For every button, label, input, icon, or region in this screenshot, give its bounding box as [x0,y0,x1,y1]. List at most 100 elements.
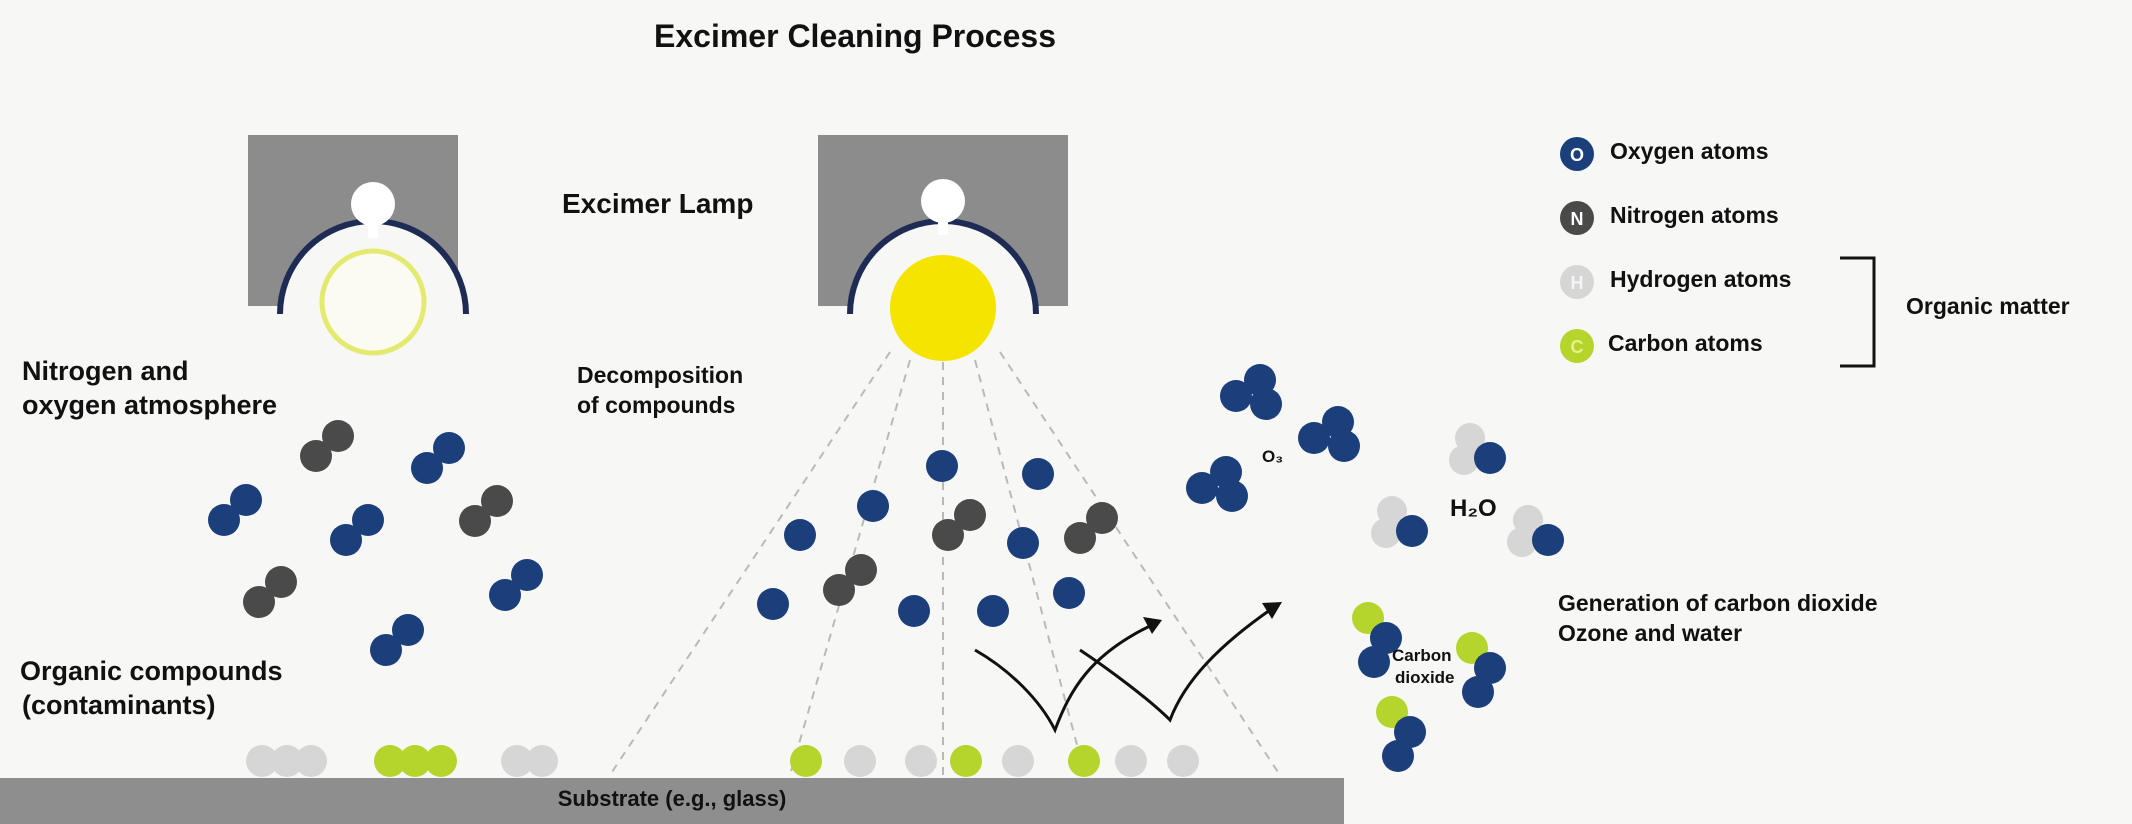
water-molecule-2-o [1532,524,1564,556]
legend-dot-carbon-atoms [1560,329,1594,363]
contaminant-h-left-2 [295,745,327,777]
o3-label: O₃ [1262,447,1284,466]
o2-molecule-left-2-atom-b [352,504,384,536]
legend-dot-oxygen-atoms [1560,137,1594,171]
n2-molecule-mid-0-atom-b [954,499,986,531]
ozone-molecule-2-atom-a [1186,472,1218,504]
water-molecule-0-h-b [1449,445,1479,475]
legend-symbol-n: N [1571,209,1584,229]
o2-molecule-left-1-atom-a [411,452,443,484]
contaminant-mid-7 [1167,745,1199,777]
co2-molecule-1-o-b [1462,676,1494,708]
lamp-left-bulb [319,248,427,356]
n2-molecule-mid-1-atom-b [1086,502,1118,534]
reaction-arrows [974,608,1271,734]
n2-molecule-left-1-atom-b [481,485,513,517]
oxygen-atom-mid-0 [926,450,958,482]
oxygen-atom-mid-8 [1053,577,1085,609]
co2-label-line-1: Carbon [1392,646,1452,665]
n2-molecule-mid-2-atom-b [845,554,877,586]
o2-molecule-left-1-atom-b [433,432,465,464]
contaminants-label-line-2: (contaminants) [22,690,216,720]
substrate-label: Substrate (e.g., glass) [557,786,787,811]
contaminant-h-left-1 [271,745,303,777]
contaminant-mid-5 [1068,745,1100,777]
decomposition-label-line-2: of compounds [577,392,736,418]
o2-molecule-left-0-atom-b [230,484,262,516]
water-molecule-1-h-b [1371,518,1401,548]
atmosphere-label-line-1: Nitrogen and [22,356,189,386]
ozone-molecule-0-atom-a [1220,380,1252,412]
ozone-molecule-0-atom-c [1250,388,1282,420]
contaminant-c-left-2 [425,745,457,777]
contaminant-mid-0 [790,745,822,777]
h2o-label: H₂O [1450,495,1497,522]
excimer-lamp-label: Excimer Lamp [562,188,754,219]
lamp-right-glow [890,255,996,361]
legend-symbol-o: O [1570,145,1584,165]
legend-label-carbon: Carbon atoms [1608,330,1763,356]
lamp-left-bulb-base [351,182,395,226]
n2-molecule-mid-1-atom-a [1064,522,1096,554]
n2-molecule-left-0-atom-a [300,440,332,472]
page-title: Excimer Cleaning Process [654,18,1056,54]
o2-molecule-left-3-atom-a [370,634,402,666]
contaminant-mid-2 [905,745,937,777]
oxygen-atom-mid-6 [898,595,930,627]
n2-molecule-left-1-atom-a [459,505,491,537]
co2-label-line-2: dioxide [1395,668,1455,687]
ozone-molecule-2-atom-c [1216,480,1248,512]
contaminant-mid-4 [1002,745,1034,777]
atmosphere-label-line-2: oxygen atmosphere [22,390,278,420]
legend-label-oxygen: Oxygen atoms [1610,138,1769,164]
contaminant-c-left-1 [399,745,431,777]
contaminant-mid-6 [1115,745,1147,777]
organic-matter-label: Organic matter [1906,293,2070,319]
ozone-molecule-1-atom-a [1298,422,1330,454]
water-molecule-0-o [1474,442,1506,474]
co2-molecule-2-o-b [1382,740,1414,772]
co2-molecule-2-o-a [1394,716,1426,748]
substrate [0,778,1344,824]
ozone-molecule-1-atom-c [1328,430,1360,462]
n2-molecule-left-2-atom-b [265,566,297,598]
generation-label-line-2: Ozone and water [1558,620,1743,646]
ozone-molecule-0-atom-b [1244,364,1276,396]
ozone-molecule-1-atom-b [1322,406,1354,438]
water-molecule-1-o [1396,515,1428,547]
legend-label-hydrogen: Hydrogen atoms [1610,266,1792,292]
co2-molecule-1-o-a [1474,652,1506,684]
oxygen-atom-mid-4 [1007,527,1039,559]
oxygen-atom-mid-2 [857,490,889,522]
n2-molecule-left-0-atom-b [322,420,354,452]
n2-molecule-mid-2-atom-a [823,574,855,606]
n2-molecule-mid-0-atom-a [932,519,964,551]
lamp-right-bulb-base [921,179,965,223]
contaminant-c-left-0 [374,745,406,777]
contaminant-h-left-0 [246,745,278,777]
co2-molecule-0-o-a [1370,622,1402,654]
contaminant-mid-3 [950,745,982,777]
legend-dot-nitrogen-atoms [1560,201,1594,235]
lamp-left [240,135,469,356]
lamp-right [818,135,1068,361]
contaminant-h-left2-1 [526,745,558,777]
water-molecule-2-h-b [1507,527,1537,557]
n2-molecule-left-2-atom-a [243,586,275,618]
arrow-head-1 [1143,617,1162,634]
contaminant-mid-1 [844,745,876,777]
legend-bracket [1840,256,1876,368]
legend-symbol-c: C [1571,337,1584,357]
molecules [208,364,1564,777]
legend-label-nitrogen: Nitrogen atoms [1610,202,1779,228]
o2-molecule-left-0-atom-a [208,504,240,536]
decomposition-label-line-1: Decomposition [577,362,744,388]
arrow-head-2 [1262,602,1282,619]
o2-molecule-left-4-atom-a [489,579,521,611]
o2-molecule-left-3-atom-b [392,614,424,646]
o2-molecule-left-2-atom-a [330,524,362,556]
legend-dot-hydrogen-atoms [1560,265,1594,299]
oxygen-atom-mid-3 [784,519,816,551]
oxygen-atom-mid-5 [757,588,789,620]
